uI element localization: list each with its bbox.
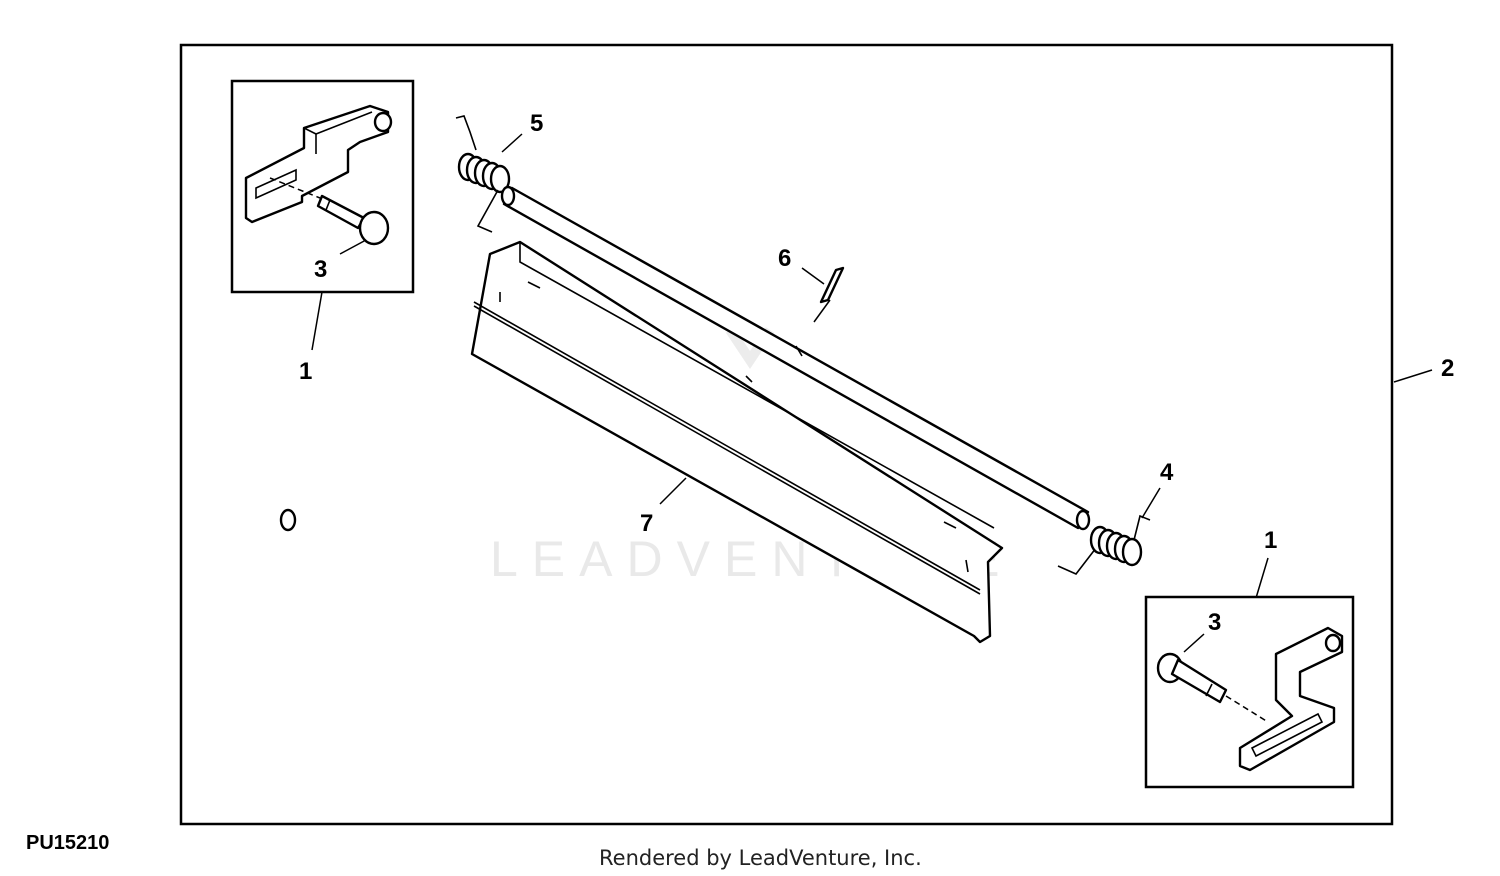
bolt-left-part xyxy=(269,177,390,246)
leader-bracket-left xyxy=(311,291,323,351)
leader-bolt-left xyxy=(339,239,367,255)
torsion-spring-right xyxy=(1057,514,1151,575)
callout-assembly: 2 xyxy=(1441,355,1454,382)
callout-bolt-right: 3 xyxy=(1208,609,1221,636)
torsion-spring-left xyxy=(455,115,511,233)
spring-pin xyxy=(819,266,845,304)
callout-deflector: 7 xyxy=(640,510,653,537)
leader-spring-left xyxy=(501,133,523,153)
assembly-frame xyxy=(179,43,1394,826)
callout-spring-left: 5 xyxy=(530,110,543,137)
bracket-left-part xyxy=(244,104,393,224)
bolt-right-part xyxy=(1156,652,1269,723)
callout-pin: 6 xyxy=(778,245,791,272)
leader-assembly xyxy=(1393,369,1433,383)
leader-spring-right xyxy=(1141,487,1161,519)
callout-bracket-right: 1 xyxy=(1264,527,1277,554)
leader-bolt-right xyxy=(1183,633,1205,653)
deflector-plate xyxy=(279,240,1004,644)
callout-bracket-left: 1 xyxy=(299,358,312,385)
render-credit: Rendered by LeadVenture, Inc. xyxy=(599,846,922,870)
leader-deflector xyxy=(659,477,687,505)
shaft-rod xyxy=(500,185,1091,531)
bracket-right-part xyxy=(1238,626,1344,772)
leader-bracket-right xyxy=(1255,557,1269,599)
leader-pin xyxy=(801,267,825,285)
callout-bolt-left: 3 xyxy=(314,256,327,283)
figure-code: PU15210 xyxy=(26,832,109,854)
callout-spring-right: 4 xyxy=(1160,459,1174,486)
